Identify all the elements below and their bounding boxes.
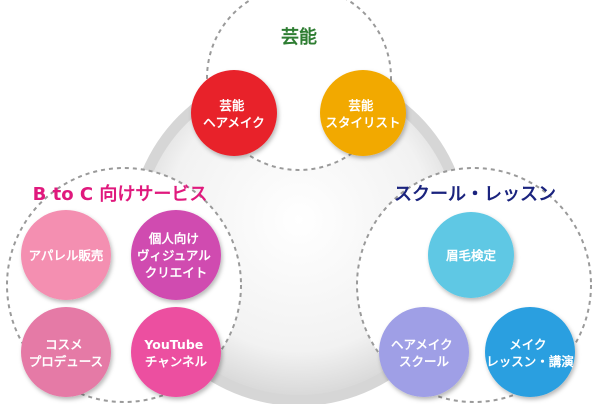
title-btoc: B to C 向けサービス <box>33 183 208 205</box>
node-visual-label: 個人向け ヴィジュアル クリエイト <box>137 231 215 280</box>
node-visual <box>131 210 221 300</box>
node-mayuge <box>428 212 514 298</box>
node-cosme <box>21 307 111 397</box>
title-geino: 芸能 <box>281 26 317 48</box>
node-apparel-label: アパレル販売 <box>29 248 104 263</box>
node-make-lesson <box>485 307 575 397</box>
node-cosme-label: コスメ プロデュース <box>29 337 103 369</box>
node-youtube-label: YouTube チャンネル <box>143 337 207 369</box>
node-youtube <box>131 307 221 397</box>
node-geino-stylist-label: 芸能 スタイリスト <box>325 98 400 130</box>
node-geino-hairmake <box>191 70 277 156</box>
node-apparel <box>21 210 111 300</box>
node-geino-hairmake-label: 芸能 ヘアメイク <box>203 98 265 130</box>
node-mayuge-label: 眉毛検定 <box>446 248 497 263</box>
node-hairmake-school <box>379 307 469 397</box>
node-geino-stylist <box>320 70 406 156</box>
node-hairmake-school-label: ヘアメイク スクール <box>391 337 457 369</box>
node-make-lesson-label: メイク レッスン・講演 <box>486 337 574 369</box>
title-school: スクール・レッスン <box>394 184 556 205</box>
